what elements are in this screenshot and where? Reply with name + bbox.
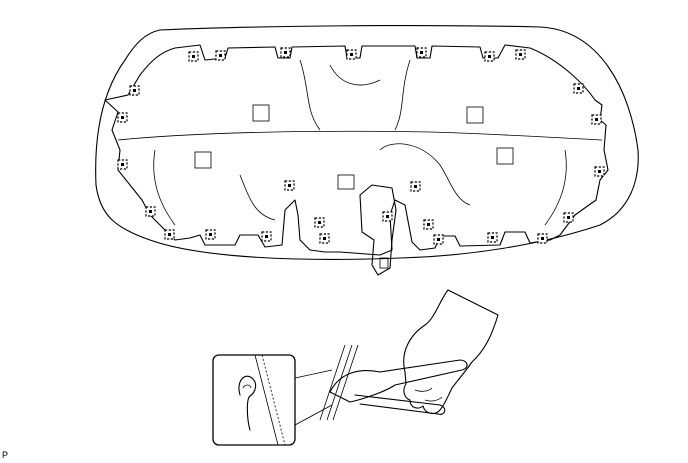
clip-marker xyxy=(117,112,128,123)
hole-mark xyxy=(194,151,212,169)
clip-marker xyxy=(563,212,574,223)
clip-marker xyxy=(164,229,175,240)
crease-line xyxy=(379,143,471,206)
hole-mark xyxy=(337,174,355,190)
panel-edge-lines xyxy=(332,344,359,421)
clip-marker xyxy=(487,232,498,243)
clip-marker xyxy=(346,49,357,60)
insulator-outline xyxy=(104,44,609,256)
detail-panel-edge xyxy=(254,354,279,446)
clip-marker xyxy=(261,231,272,242)
detail-clip xyxy=(238,375,257,431)
crease-line xyxy=(117,130,603,141)
crease-line xyxy=(299,59,321,131)
crease-line xyxy=(153,149,176,226)
clip-marker xyxy=(537,233,548,244)
center-bracket xyxy=(359,184,397,276)
detail-callout-box xyxy=(212,354,296,446)
clip-marker xyxy=(594,166,605,177)
clip-marker xyxy=(382,211,393,222)
hand-detail xyxy=(424,396,443,402)
clip-marker xyxy=(515,49,526,60)
hand xyxy=(403,289,499,415)
clip-marker xyxy=(145,206,156,217)
clip-marker xyxy=(188,51,199,62)
clip-marker xyxy=(215,50,226,61)
view-code-label: P xyxy=(2,450,9,460)
crease-line xyxy=(329,64,381,86)
clip-marker xyxy=(284,180,295,191)
clip-marker xyxy=(319,233,330,244)
detail-leader xyxy=(294,369,333,379)
clip-marker xyxy=(280,47,291,58)
clip-marker xyxy=(416,47,427,58)
detail-leader xyxy=(294,404,333,426)
clip-marker xyxy=(129,85,140,96)
clip-marker xyxy=(117,159,128,170)
hole-mark xyxy=(496,147,514,165)
pliers xyxy=(354,394,446,415)
outer-panel-outline xyxy=(95,25,639,260)
clip-marker xyxy=(314,217,325,228)
bracket-slot xyxy=(379,257,389,269)
clip-marker xyxy=(433,234,444,245)
clip-marker xyxy=(484,51,495,62)
clip-marker xyxy=(591,114,602,125)
clip-marker xyxy=(423,219,434,230)
crease-line xyxy=(544,149,567,226)
crease-line xyxy=(394,59,411,131)
hole-mark xyxy=(252,104,270,122)
panel-edge-lines xyxy=(326,344,353,421)
hand-detail xyxy=(414,387,433,392)
detail-clip-head xyxy=(242,384,252,389)
detail-panel-edge xyxy=(261,354,286,446)
crease-line xyxy=(239,174,276,221)
panel-edge-lines xyxy=(319,344,346,421)
clip-marker xyxy=(410,181,421,192)
hole-mark xyxy=(466,106,484,124)
clip-marker xyxy=(205,229,216,240)
clip-marker xyxy=(573,83,584,94)
